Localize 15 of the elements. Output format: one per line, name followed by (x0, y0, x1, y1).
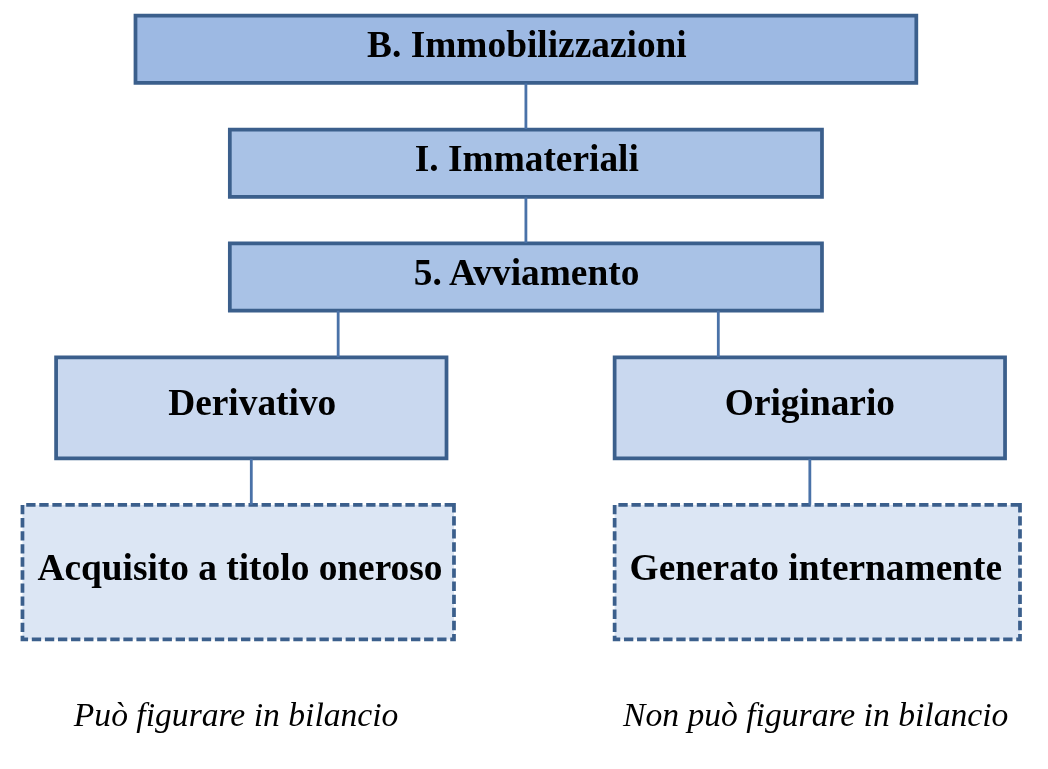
connector (336, 310, 340, 357)
connector (807, 458, 811, 505)
connector (249, 458, 253, 505)
connector (524, 197, 527, 243)
node-label: Non può figurare in bilancio (622, 696, 1008, 734)
node-box: I. Immateriali (227, 127, 824, 199)
node-label: Può figurare in bilancio (73, 696, 398, 734)
node-box: Acquisito a titolo oneroso (20, 503, 456, 642)
connector (716, 310, 720, 357)
node-box: Derivativo (53, 355, 448, 461)
node-box: Generato internamente (612, 503, 1022, 642)
node-box: B. Immobilizzazioni (133, 13, 918, 85)
node-box: Originario (612, 355, 1007, 461)
connector (524, 83, 527, 129)
node-box: 5. Avviamento (227, 241, 824, 313)
